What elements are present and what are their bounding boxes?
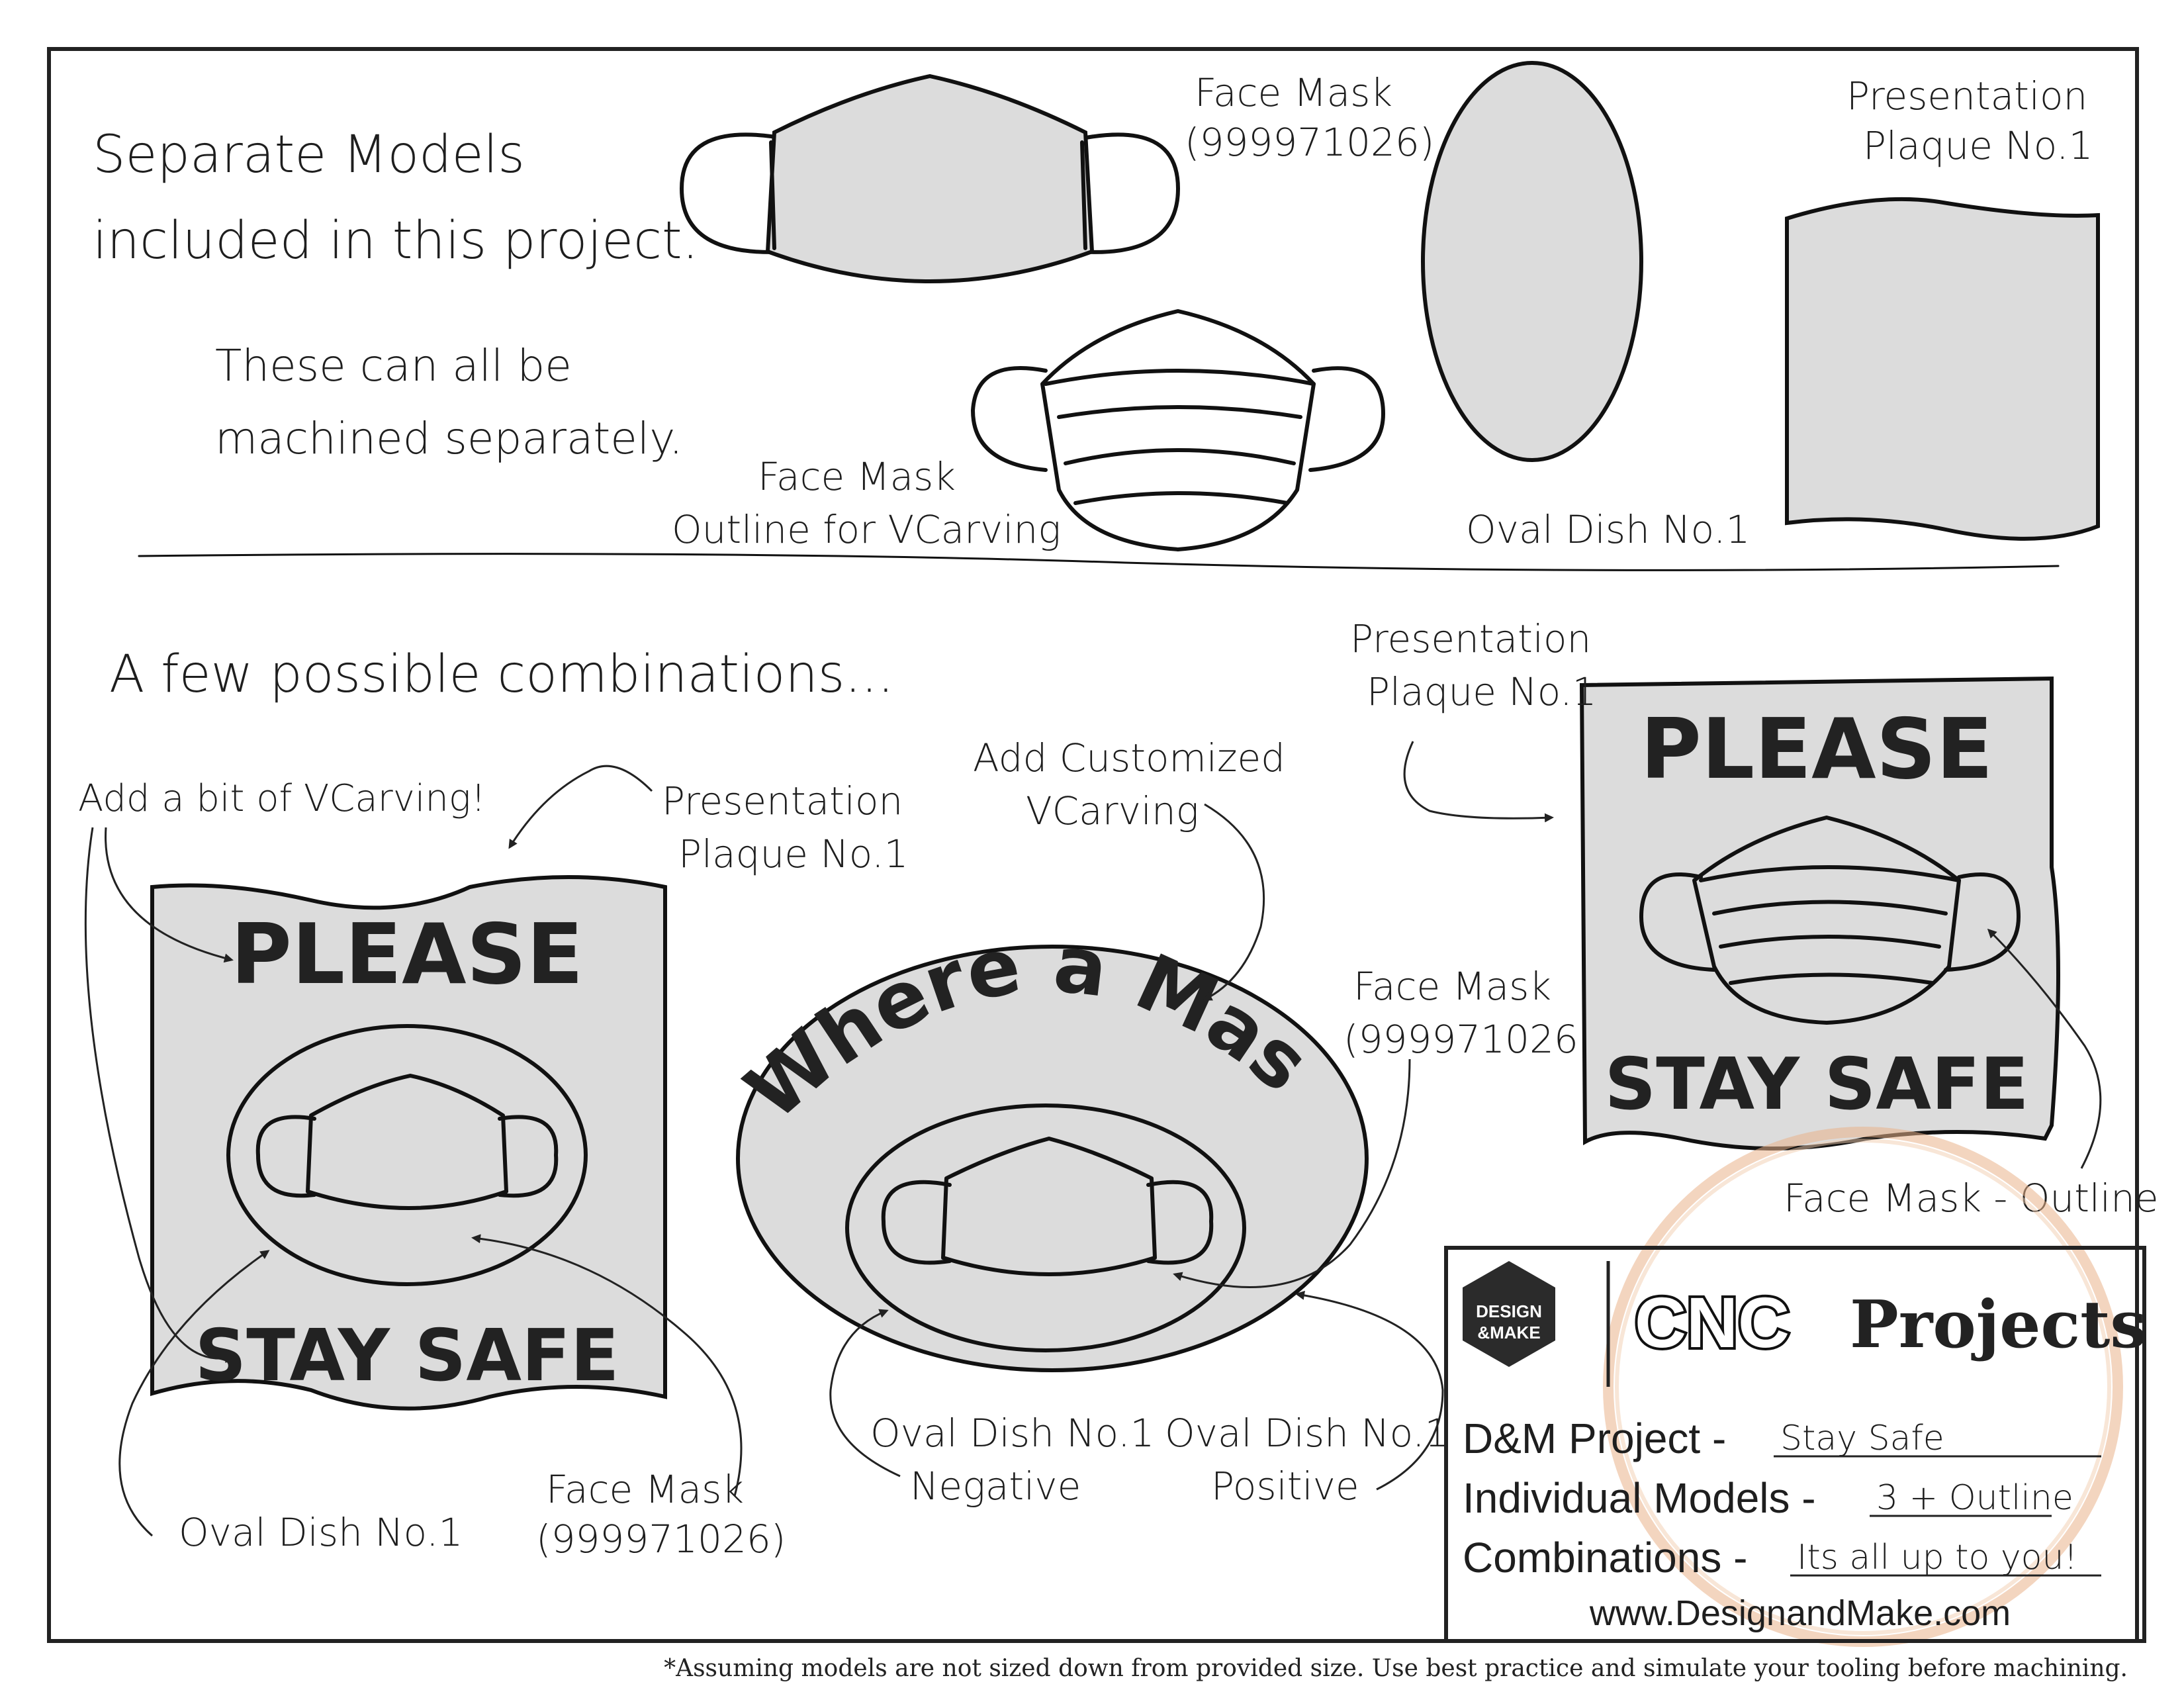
svg-text:&MAKE: &MAKE bbox=[1477, 1323, 1540, 1342]
middle-oval-dish-negative bbox=[845, 1103, 1246, 1352]
arrow-middle-positive bbox=[1295, 1290, 1444, 1491]
middle-negative-label-line2: Negative bbox=[910, 1464, 1081, 1509]
individual-models-label: Individual Models - bbox=[1463, 1474, 1816, 1522]
left-please-text: PLEASE bbox=[230, 906, 583, 1003]
combinations-label: Combinations - bbox=[1463, 1534, 1747, 1581]
face-mask-model bbox=[680, 73, 1180, 283]
middle-face-mask-label-line2: (999971026) bbox=[1343, 1017, 1593, 1062]
included-project-title: included in this project. bbox=[93, 211, 698, 271]
middle-positive-label-line2: Positive bbox=[1211, 1464, 1359, 1509]
arrow-left-mask bbox=[471, 1234, 743, 1497]
right-plaque-label-line1: Presentation bbox=[1350, 616, 1591, 661]
right-stay-safe-text: STAY SAFE bbox=[1604, 1043, 2028, 1126]
outline-label-line1: Face Mask bbox=[758, 454, 956, 499]
website-link[interactable]: www.DesignandMake.com bbox=[1589, 1593, 2011, 1633]
separate-models-title: Separate Models bbox=[93, 125, 525, 185]
left-plaque-label-line1: Presentation bbox=[662, 778, 903, 823]
combinations-heading: A few possible combinations... bbox=[109, 645, 894, 704]
machined-note-line1: These can all be bbox=[215, 340, 572, 391]
svg-text:DESIGN: DESIGN bbox=[1476, 1301, 1542, 1321]
left-oval-dish bbox=[226, 1024, 588, 1286]
arrow-left-oval bbox=[118, 1250, 270, 1537]
combinations-value: Its all up to you! bbox=[1797, 1538, 2077, 1577]
arrow-right-plaque bbox=[1403, 741, 1554, 823]
face-mask-label-line1: Face Mask bbox=[1195, 70, 1392, 115]
left-face-mask-label-line2: (999971026) bbox=[536, 1517, 786, 1562]
right-please-text: PLEASE bbox=[1640, 700, 1993, 798]
left-plaque-label-line2: Plaque No.1 bbox=[678, 831, 909, 876]
face-mask-outline-model bbox=[971, 309, 1385, 551]
plaque-label-line2: Plaque No.1 bbox=[1863, 123, 2093, 168]
page-border bbox=[47, 47, 2139, 1643]
section-divider bbox=[138, 553, 2060, 571]
arrow-vcarving-staysafe bbox=[84, 827, 234, 1364]
left-oval-dish-label: Oval Dish No.1 bbox=[179, 1510, 463, 1555]
machined-note-line2: machined separately. bbox=[215, 413, 683, 464]
plaque-label-line1: Presentation bbox=[1846, 73, 2087, 118]
right-outline-label: Face Mask - Outline bbox=[1784, 1176, 2159, 1221]
project-label: D&M Project - bbox=[1463, 1415, 1726, 1462]
left-face-mask bbox=[255, 1074, 559, 1210]
individual-models-value: 3 + Outline bbox=[1876, 1478, 2073, 1518]
arrow-middle-negative bbox=[829, 1309, 901, 1477]
arrow-middle-mask bbox=[1173, 1058, 1411, 1288]
arrow-custom-vcarving bbox=[1203, 803, 1265, 1001]
middle-positive-label-line1: Oval Dish No.1 bbox=[1165, 1411, 1449, 1456]
design-make-logo: DESIGN &MAKE bbox=[1463, 1261, 1555, 1367]
plaque-model bbox=[1785, 197, 2100, 541]
oval-dish-label: Oval Dish No.1 bbox=[1466, 507, 1750, 552]
arrow-vcarving-please bbox=[105, 827, 234, 963]
oval-dish-model bbox=[1421, 61, 1643, 462]
middle-face-mask bbox=[881, 1137, 1214, 1276]
title-block bbox=[1444, 1246, 2146, 1643]
face-mask-label-line2: (999971026) bbox=[1185, 120, 1434, 165]
left-face-mask-label-line1: Face Mask bbox=[546, 1467, 744, 1512]
left-stay-safe-text: STAY SAFE bbox=[195, 1315, 619, 1397]
middle-custom-label-line1: Add Customized bbox=[973, 735, 1285, 780]
project-value: Stay Safe bbox=[1780, 1419, 1944, 1458]
middle-custom-label-line2: VCarving bbox=[1026, 788, 1199, 833]
outline-label-line2: Outline for VCarving bbox=[672, 507, 1061, 552]
projects-wordmark: Projects bbox=[1850, 1287, 2147, 1363]
left-vcarving-note: Add a bit of VCarving! bbox=[78, 777, 486, 820]
middle-face-mask-label-line1: Face Mask bbox=[1353, 964, 1551, 1009]
arrow-right-outline bbox=[1987, 928, 2102, 1169]
right-face-mask-outline bbox=[1639, 816, 2021, 1025]
cnc-wordmark: CNC bbox=[1635, 1282, 1790, 1362]
footer-disclaimer: *Assuming models are not sized down from… bbox=[664, 1655, 2128, 1682]
arrow-left-plaque bbox=[508, 765, 653, 849]
middle-negative-label-line1: Oval Dish No.1 bbox=[870, 1411, 1154, 1456]
right-plaque-label-line2: Plaque No.1 bbox=[1367, 669, 1597, 714]
